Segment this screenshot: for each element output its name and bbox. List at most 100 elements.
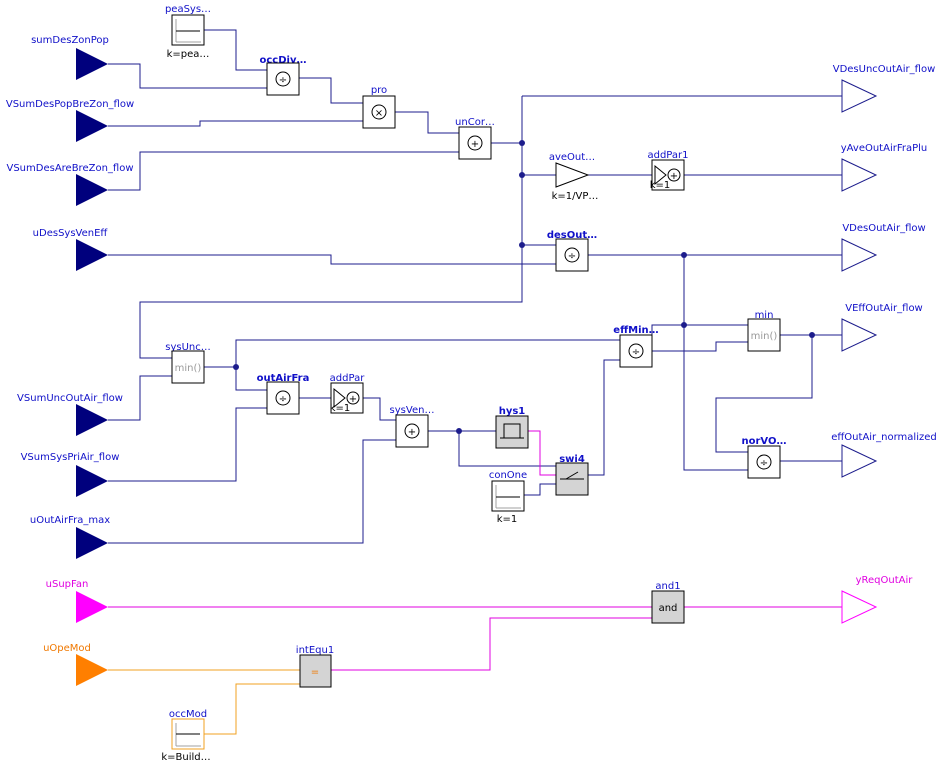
block-name: min xyxy=(755,310,774,321)
input-uOpeMod[interactable]: uOpeMod xyxy=(43,643,108,686)
block-name: unCor… xyxy=(455,117,495,128)
add-icon xyxy=(346,391,360,405)
block-name: occDiv… xyxy=(260,55,307,66)
block-addPar[interactable]: addPar + k=1 xyxy=(330,373,366,414)
input-label: uOutAirFra_max xyxy=(30,515,110,526)
block-symbol: × xyxy=(375,108,383,119)
output-VDesUncOutAir_flow[interactable]: VDesUncOutAir_flow xyxy=(833,64,936,113)
block-pro[interactable]: pro × xyxy=(362,85,396,129)
block-name: hys1 xyxy=(499,406,526,417)
input-port-icon xyxy=(76,48,108,80)
output-effOutAir_normalized[interactable]: effOutAir_normalized xyxy=(831,432,937,478)
integer-signal-wires xyxy=(108,669,300,735)
block-symbol: ÷ xyxy=(632,347,640,358)
block-swi4[interactable]: swi4 xyxy=(555,454,589,496)
input-VSumDesAreBreZon_flow[interactable]: VSumDesAreBreZon_flow xyxy=(6,163,134,206)
input-uOutAirFra_max[interactable]: uOutAirFra_max xyxy=(30,515,110,559)
input-port-icon xyxy=(76,591,108,623)
block-conOne[interactable]: conOne k=1 xyxy=(489,470,527,525)
input-VSumUncOutAir_flow[interactable]: VSumUncOutAir_flow xyxy=(17,393,123,436)
block-hys1[interactable]: hys1 xyxy=(495,406,529,449)
divide-icon xyxy=(275,390,291,406)
gain-icon xyxy=(654,164,667,186)
block-sysUnc[interactable]: sysUnc… min() xyxy=(165,342,211,384)
input-port-icon xyxy=(76,239,108,271)
block-desOut[interactable]: desOut… ÷ xyxy=(547,230,597,272)
output-port-icon xyxy=(841,318,878,352)
output-label: yReqOutAir xyxy=(856,575,914,586)
add-icon xyxy=(404,423,420,439)
block-name: and1 xyxy=(655,581,680,592)
block-symbol: + xyxy=(349,394,357,405)
input-port-icon xyxy=(76,174,108,206)
block-addPar1[interactable]: addPar1 + k=1 xyxy=(647,150,688,191)
block-symbol: and xyxy=(659,603,678,614)
block-symbol: ÷ xyxy=(568,251,576,262)
block-param: k=1 xyxy=(497,514,518,525)
block-name: conOne xyxy=(489,470,527,481)
block-name: desOut… xyxy=(547,230,597,241)
block-sysVen[interactable]: sysVen… + xyxy=(390,405,435,448)
block-symbol: + xyxy=(670,171,678,182)
block-param: k=1/VP… xyxy=(552,191,599,202)
block-param: k=1 xyxy=(330,403,351,414)
input-label: VSumDesPopBreZon_flow xyxy=(6,99,134,110)
gain-icon xyxy=(555,162,590,188)
block-body xyxy=(171,350,205,384)
output-port-icon xyxy=(841,158,878,192)
switch-icon-lever xyxy=(565,471,579,480)
block-body xyxy=(555,238,589,272)
output-VDesOutAir_flow[interactable]: VDesOutAir_flow xyxy=(841,223,926,272)
input-port-icon xyxy=(76,404,108,436)
block-outAirFra[interactable]: outAirFra ÷ xyxy=(257,373,310,415)
multiply-icon xyxy=(371,104,387,120)
input-port-icon xyxy=(76,654,108,686)
block-name: swi4 xyxy=(559,454,585,465)
input-label: VSumUncOutAir_flow xyxy=(17,393,123,404)
block-name: pro xyxy=(371,85,387,96)
output-label: yAveOutAirFraPlu xyxy=(841,143,928,154)
input-uDesSysVenEff[interactable]: uDesSysVenEff xyxy=(33,228,109,271)
input-uSupFan[interactable]: uSupFan xyxy=(46,579,108,623)
block-peaSys[interactable]: peaSys… k=pea… xyxy=(165,4,211,60)
input-VSumDesPopBreZon_flow[interactable]: VSumDesPopBreZon_flow xyxy=(6,99,134,142)
input-sumDesZonPop[interactable]: sumDesZonPop xyxy=(31,35,109,80)
block-norVO[interactable]: norVO… ÷ xyxy=(742,436,787,479)
block-effMin[interactable]: effMin… ÷ xyxy=(613,325,659,368)
output-port-icon xyxy=(841,79,878,113)
block-aveOut[interactable]: aveOut… k=1/VP… xyxy=(549,152,599,202)
block-symbol: ÷ xyxy=(279,75,287,86)
wire-junctions xyxy=(233,140,815,434)
add-icon xyxy=(667,168,681,182)
output-port-icon xyxy=(841,238,878,272)
gain-icon xyxy=(333,387,346,409)
input-VSumSysPriAir_flow[interactable]: VSumSysPriAir_flow xyxy=(21,452,120,497)
real-signal-wires xyxy=(108,29,842,544)
input-label: VSumSysPriAir_flow xyxy=(21,452,120,463)
input-label: uDesSysVenEff xyxy=(33,228,109,239)
block-min[interactable]: min min() xyxy=(747,310,781,352)
block-body xyxy=(491,480,525,512)
output-VEffOutAir_flow[interactable]: VEffOutAir_flow xyxy=(841,303,923,352)
block-symbol: min() xyxy=(175,363,202,374)
block-and1[interactable]: and1 and xyxy=(651,581,685,624)
block-occMod[interactable]: occMod k=Build… xyxy=(161,709,210,763)
output-label: VDesUncOutAir_flow xyxy=(833,64,936,75)
output-yAveOutAirFraPlu[interactable]: yAveOutAirFraPlu xyxy=(841,143,928,192)
block-occDiv[interactable]: occDiv… ÷ xyxy=(260,55,307,96)
block-body xyxy=(362,95,396,129)
block-body xyxy=(299,654,332,688)
block-name: peaSys… xyxy=(165,4,211,15)
block-symbol: ÷ xyxy=(279,394,287,405)
block-intEqu1[interactable]: intEqu1 = xyxy=(296,645,334,688)
block-unCor[interactable]: unCor… + xyxy=(455,117,495,160)
block-name: aveOut… xyxy=(549,152,595,163)
divide-icon xyxy=(564,247,580,263)
output-yReqOutAir[interactable]: yReqOutAir xyxy=(841,575,914,624)
block-param: k=1 xyxy=(650,180,671,191)
divide-icon xyxy=(275,71,291,87)
block-name: addPar1 xyxy=(647,150,688,161)
output-label: VEffOutAir_flow xyxy=(845,303,923,314)
block-symbol: min() xyxy=(751,331,778,342)
